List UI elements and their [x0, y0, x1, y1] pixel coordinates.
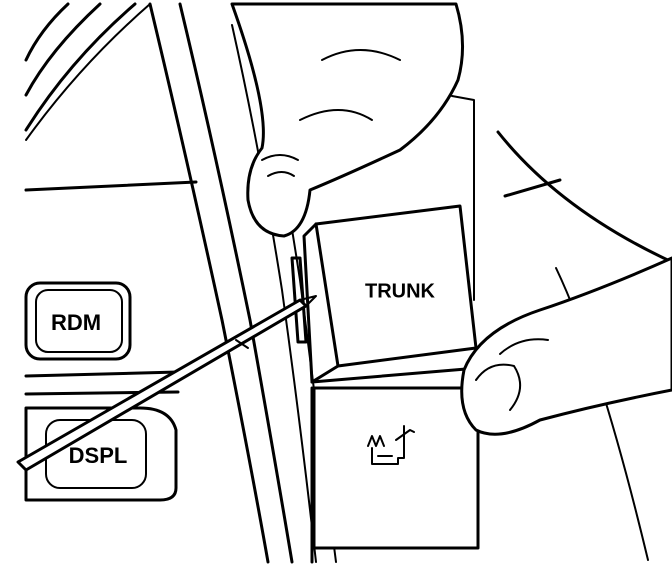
lower-hand [460, 256, 672, 436]
trunk-button-label: TRUNK [365, 280, 436, 302]
rdm-button[interactable]: RDM [24, 281, 132, 361]
upper-hand [230, 2, 465, 238]
rdm-button-label: RDM [51, 310, 101, 335]
dspl-button-label: DSPL [69, 443, 128, 468]
heated-seat-button[interactable] [312, 386, 480, 550]
button-retaining-slot [290, 256, 308, 344]
dspl-button[interactable]: DSPL [24, 406, 178, 502]
trunk-button[interactable]: TRUNK [302, 204, 480, 384]
heated-seat-icon [367, 425, 415, 465]
prying-tool [16, 295, 317, 472]
rotary-knob [24, 2, 151, 141]
